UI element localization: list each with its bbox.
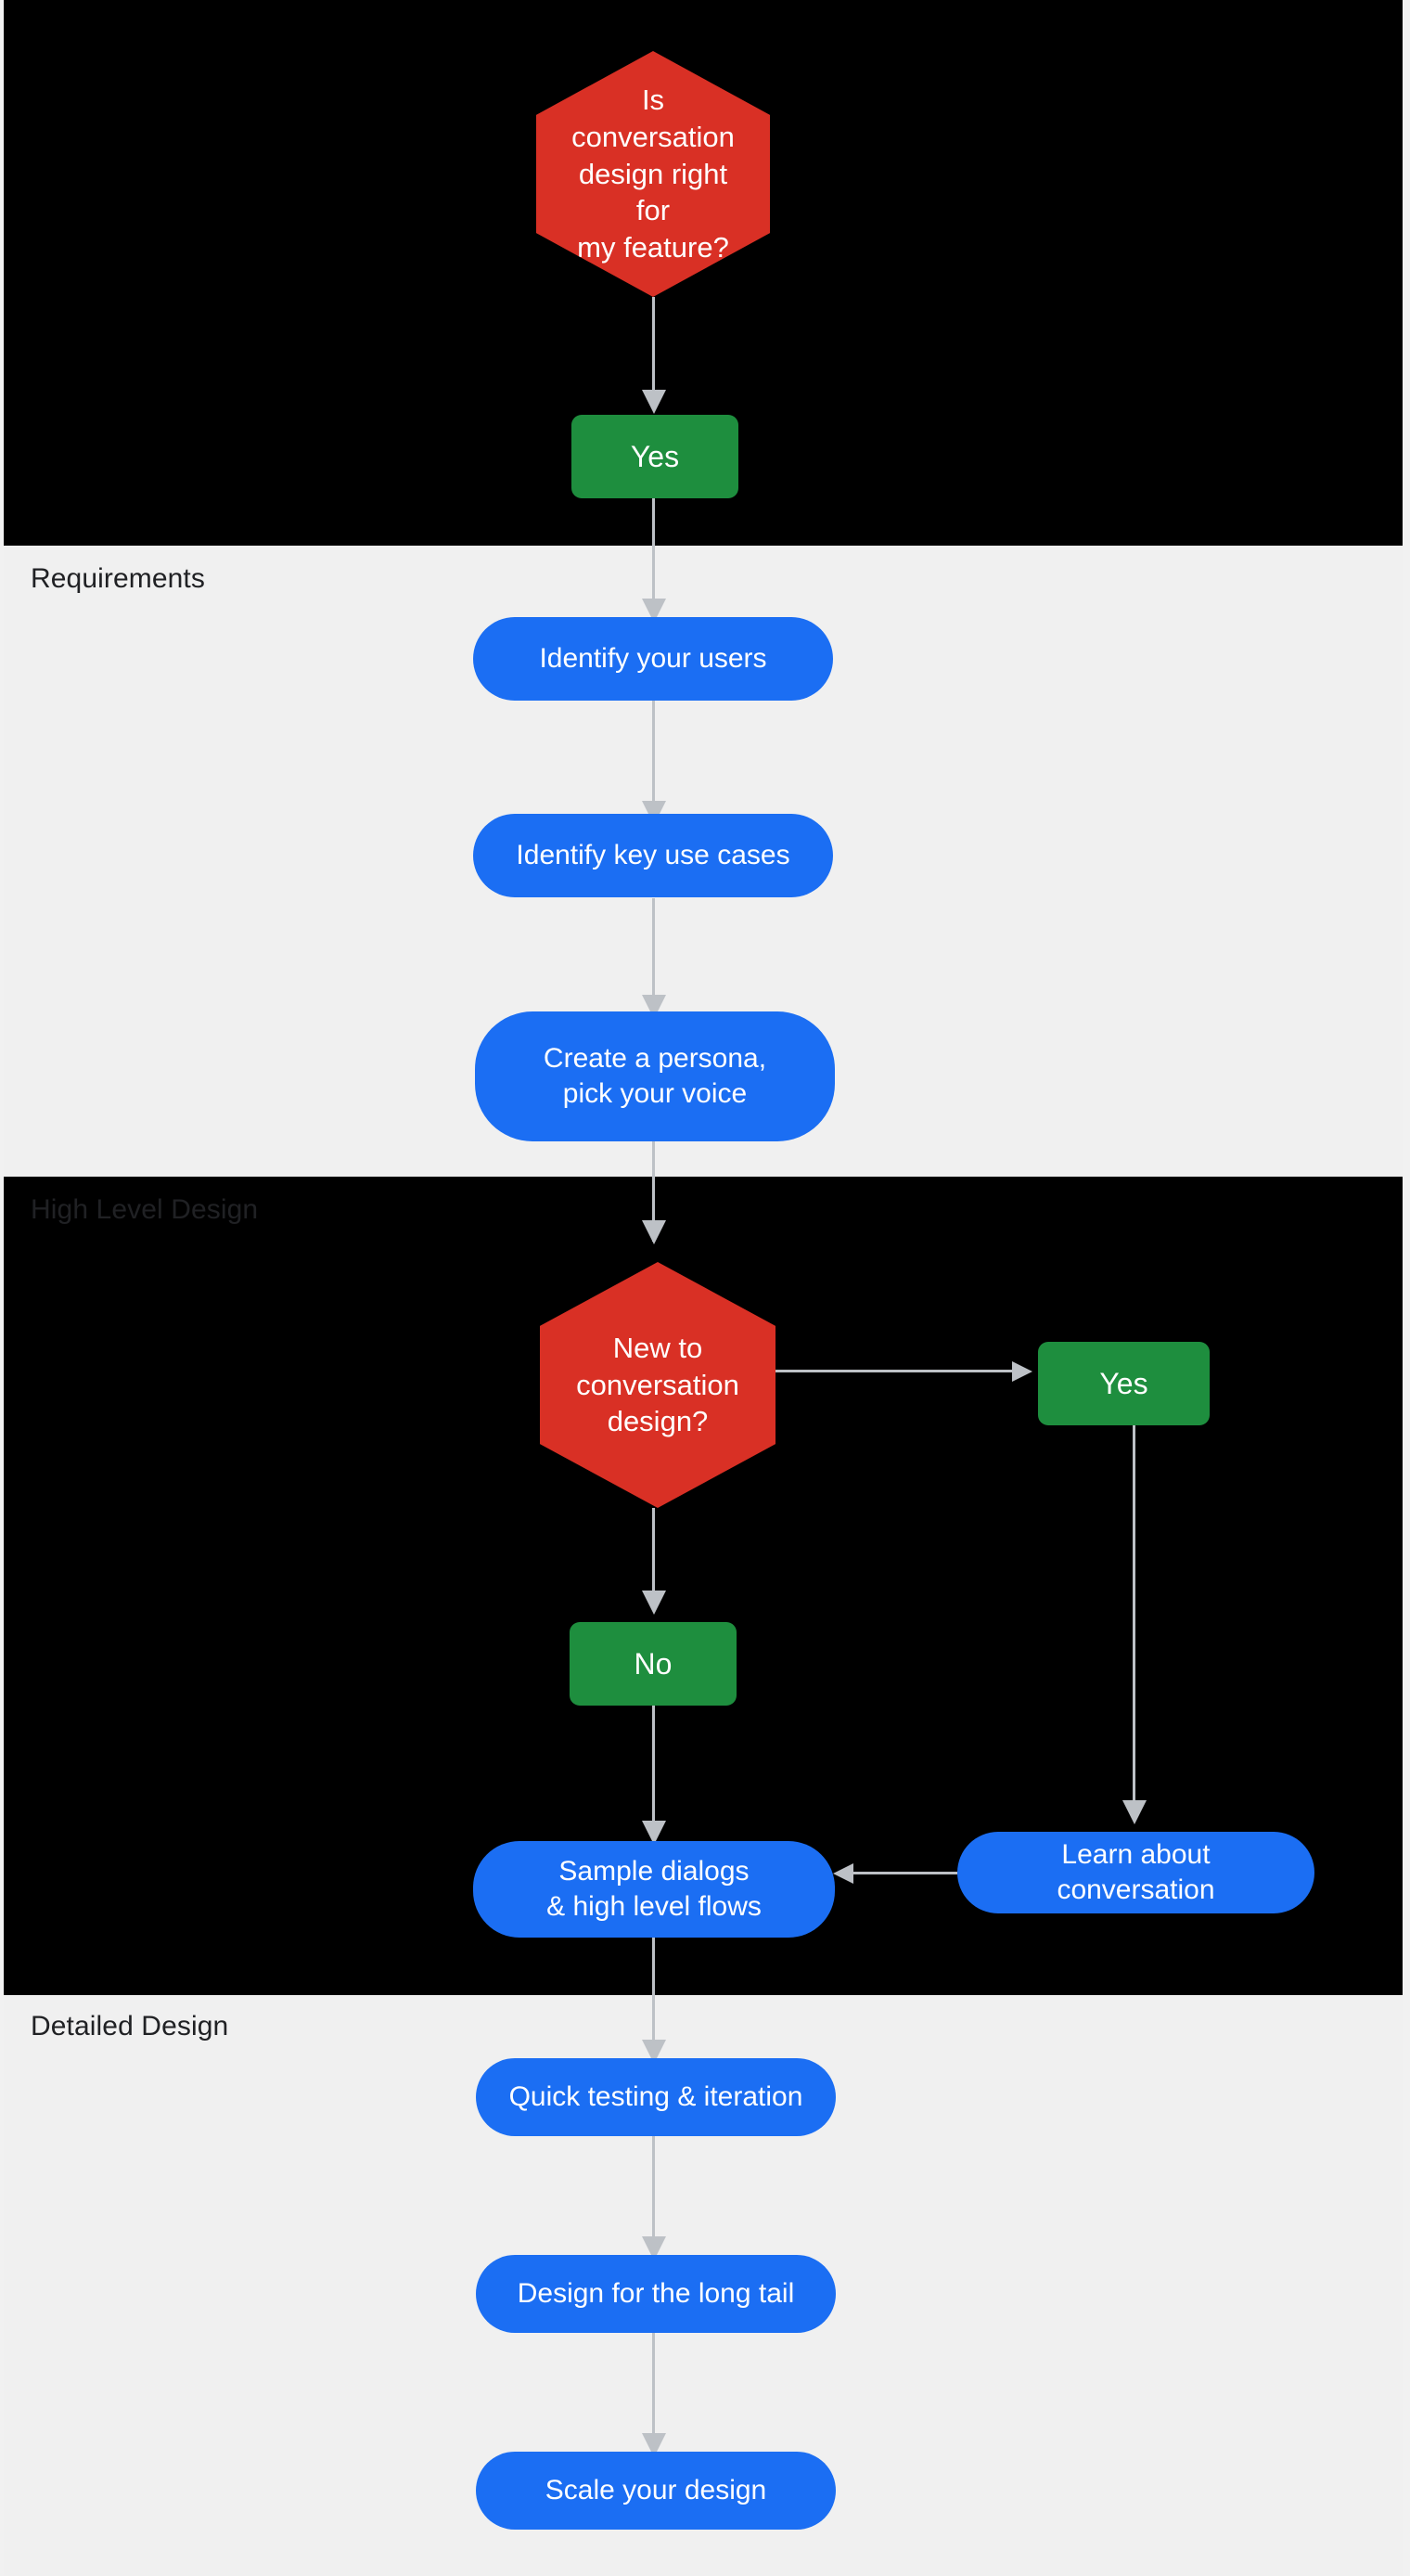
step-node-label: Identify your users <box>539 642 767 674</box>
connector-yes2-to-learn-about <box>1133 1425 1135 1819</box>
step-node-sample-dialogs[interactable]: Sample dialogs & high level flows <box>473 1841 835 1938</box>
section-label-high-level-design: High Level Design <box>31 1194 259 1225</box>
connector-use-cases-to-persona <box>652 898 655 1011</box>
step-node-identify-key-use-cases[interactable]: Identify key use cases <box>473 814 833 897</box>
decision-node-label: Is conversation design right for my feat… <box>571 84 735 264</box>
step-node-label: Create a persona, pick your voice <box>543 1042 767 1109</box>
step-node-label: Sample dialogs & high level flows <box>546 1855 762 1922</box>
answer-node-label: Yes <box>630 439 680 473</box>
section-label-detailed-design: Detailed Design <box>31 2011 229 2041</box>
arrowhead-persona-to-decision2 <box>642 1220 666 1244</box>
arrowhead-learn-about-to-sample-dialogs <box>833 1863 853 1884</box>
step-node-create-a-persona[interactable]: Create a persona, pick your voice <box>475 1011 835 1141</box>
answer-node-yes-2[interactable]: Yes <box>1038 1342 1210 1425</box>
connector-decision2-to-no2 <box>652 1508 655 1610</box>
connector-decision1-to-yes1 <box>652 297 655 408</box>
answer-node-label: No <box>634 1646 673 1681</box>
step-node-label: Scale your design <box>545 2474 767 2505</box>
connector-decision2-to-yes2 <box>776 1370 1021 1372</box>
arrowhead-no2-to-sample-dialogs <box>642 1821 666 1845</box>
section-label-requirements: Requirements <box>31 563 205 594</box>
arrowhead-decision2-to-yes2 <box>1012 1361 1032 1382</box>
step-node-design-for-long-tail[interactable]: Design for the long tail <box>476 2255 836 2333</box>
step-node-label: Design for the long tail <box>517 2277 795 2309</box>
connector-identify-users-to-use-cases <box>652 701 655 819</box>
step-node-label: Identify key use cases <box>516 839 790 870</box>
step-node-label: Learn about conversation <box>1057 1838 1215 1905</box>
step-node-scale-your-design[interactable]: Scale your design <box>476 2452 836 2530</box>
arrowhead-decision1-to-yes1 <box>642 390 666 414</box>
step-node-identify-your-users[interactable]: Identify your users <box>473 617 833 701</box>
connector-yes1-to-identify-users <box>652 498 655 617</box>
answer-node-no-2[interactable]: No <box>570 1622 737 1706</box>
arrowhead-decision2-to-no2 <box>642 1591 666 1615</box>
connector-quick-testing-to-long-tail <box>652 2136 655 2255</box>
answer-node-yes-1[interactable]: Yes <box>571 415 738 498</box>
step-node-learn-about-conversation[interactable]: Learn about conversation <box>957 1832 1314 1913</box>
arrowhead-yes2-to-learn-about <box>1122 1800 1147 1824</box>
answer-node-label: Yes <box>1099 1366 1148 1400</box>
connector-learn-about-to-sample-dialogs <box>853 1872 957 1874</box>
connector-no2-to-sample-dialogs <box>652 1706 655 1841</box>
connector-persona-to-decision2 <box>652 1141 655 1242</box>
step-node-label: Quick testing & iteration <box>508 2080 803 2112</box>
connector-sample-dialogs-to-quick-testing <box>652 1938 655 2058</box>
step-node-quick-testing-iteration[interactable]: Quick testing & iteration <box>476 2058 836 2136</box>
decision-node-label: New to conversation design? <box>576 1331 739 1438</box>
connector-long-tail-to-scale-design <box>652 2333 655 2452</box>
